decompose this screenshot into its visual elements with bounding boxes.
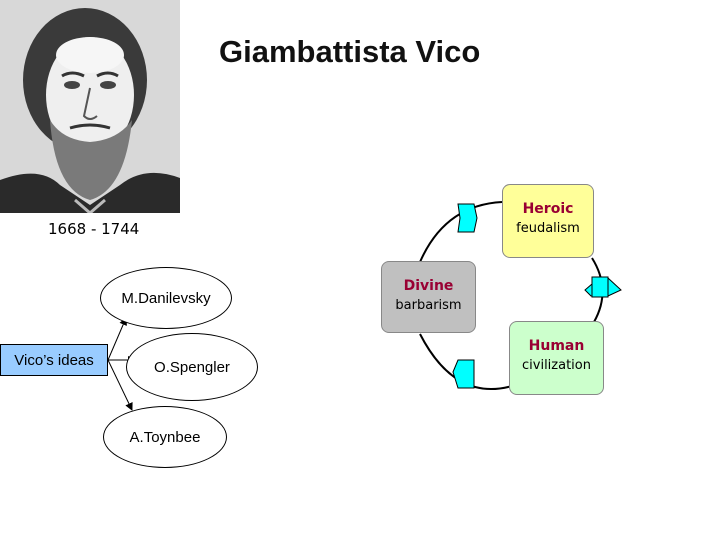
era-heroic-box: Heroic feudalism	[502, 184, 594, 258]
follower-toynbee: A.Toynbee	[103, 406, 227, 468]
cycle-arrow-2-icon	[584, 276, 622, 298]
cycle-arrow-3-icon	[452, 359, 475, 389]
era-heroic-sub: feudalism	[516, 221, 580, 236]
cycle-arrow-1-icon	[457, 203, 478, 233]
era-divine-box: Divine barbarism	[381, 261, 476, 333]
era-heroic-label: Heroic	[522, 201, 574, 217]
cycle-arc-divine-heroic	[419, 201, 503, 263]
arrow-to-toynbee	[107, 359, 133, 411]
portrait-image	[0, 0, 180, 213]
era-human-label: Human	[528, 338, 585, 354]
follower-spengler: O.Spengler	[126, 333, 258, 401]
vicos-ideas-box: Vico’s ideas	[0, 344, 108, 376]
follower-danilevsky: M.Danilevsky	[100, 267, 232, 329]
lifespan-years: 1668 - 1744	[48, 220, 140, 238]
era-human-box: Human civilization	[509, 321, 604, 395]
portrait-engraving-icon	[0, 0, 180, 213]
era-divine-sub: barbarism	[395, 298, 462, 313]
era-human-sub: civilization	[522, 358, 591, 373]
arrow-to-danilevsky	[107, 317, 127, 361]
page-title: Giambattista Vico	[219, 34, 481, 69]
era-divine-label: Divine	[403, 278, 454, 294]
